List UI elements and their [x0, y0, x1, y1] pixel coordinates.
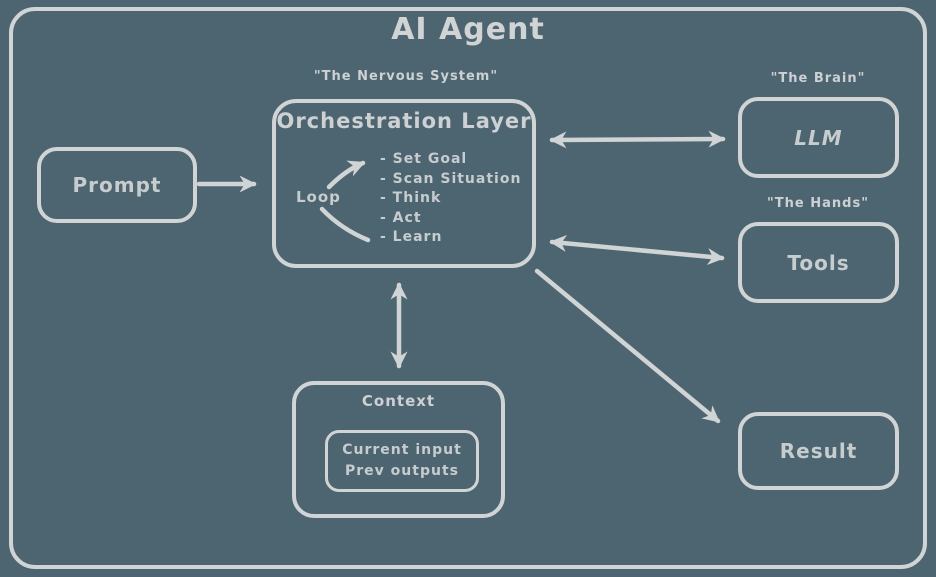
node-tools: Tools — [738, 222, 899, 303]
context-memory-box: Current input Prev outputs — [325, 430, 479, 492]
loop-steps: - Set Goal - Scan Situation - Think - Ac… — [380, 150, 521, 248]
node-prompt: Prompt — [37, 147, 197, 223]
result-label: Result — [779, 439, 858, 463]
context-line: Current input — [342, 442, 462, 458]
node-context: Context Current input Prev outputs — [292, 381, 505, 518]
context-line: Prev outputs — [345, 463, 459, 479]
node-llm: LLM — [738, 97, 899, 178]
loop-step: - Set Goal — [380, 151, 468, 167]
loop-label: Loop — [296, 188, 341, 206]
context-title: Context — [361, 392, 436, 410]
node-result: Result — [738, 412, 899, 490]
loop-step: - Scan Situation — [380, 170, 522, 187]
orchestration-annotation: "The Nervous System" — [313, 69, 499, 84]
outer-frame — [9, 7, 927, 569]
node-orchestration: Orchestration Layer — [272, 99, 536, 268]
llm-annotation: "The Brain" — [770, 71, 866, 86]
loop-step: - Act — [380, 209, 422, 226]
diagram-title: AI Agent — [391, 12, 545, 47]
loop-step: - Think — [380, 190, 442, 206]
tools-annotation: "The Hands" — [767, 196, 869, 211]
llm-label: LLM — [794, 125, 843, 150]
prompt-label: Prompt — [72, 173, 162, 197]
loop-step: - Learn — [380, 229, 443, 245]
orchestration-title: Orchestration Layer — [276, 109, 532, 133]
tools-label: Tools — [787, 250, 850, 275]
